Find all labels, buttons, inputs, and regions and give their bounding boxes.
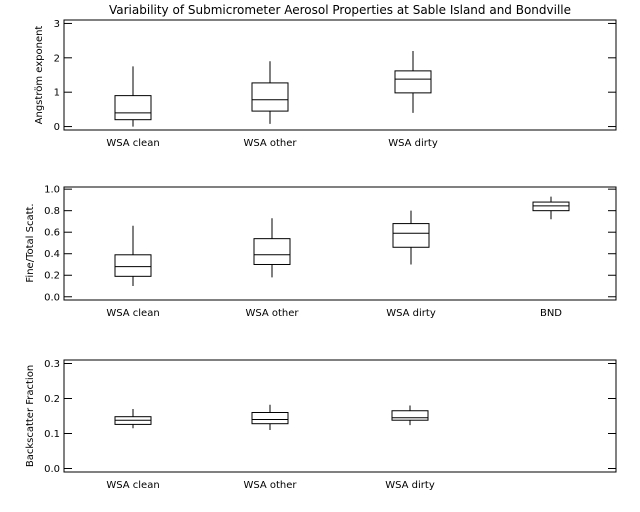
panel-1-category-labels: WSA clean WSA other WSA dirty xyxy=(106,138,438,149)
panel-2-y-axis: 0.0 0.2 0.4 0.6 0.8 1.0 xyxy=(44,185,616,303)
panel-3-boxes xyxy=(114,404,429,430)
panel-2-category-labels: WSA clean WSA other WSA dirty BND xyxy=(106,308,562,319)
panel-2-boxes xyxy=(114,196,570,287)
category-label: WSA other xyxy=(243,138,297,149)
iqr-box xyxy=(394,70,432,94)
iqr-box xyxy=(251,82,289,112)
iqr-box xyxy=(253,238,291,265)
panel-3-ylabel: Backscatter Fraction xyxy=(25,365,36,467)
panel-1-frame xyxy=(63,19,617,131)
y-tick-label: 1.0 xyxy=(44,185,60,196)
iqr-box xyxy=(114,254,152,277)
y-tick-label: 0.0 xyxy=(44,464,60,475)
iqr-box xyxy=(251,412,289,425)
y-tick-label: 0.4 xyxy=(44,249,60,260)
category-label: BND xyxy=(540,308,562,319)
panel-3-frame xyxy=(63,359,617,473)
panel-1-boxes xyxy=(114,50,432,127)
panel-2-ylabel: Fine/Total Scatt. xyxy=(25,203,36,282)
iqr-box xyxy=(532,201,570,212)
iqr-box xyxy=(391,410,429,421)
iqr-box xyxy=(114,95,152,121)
y-tick-label: 2 xyxy=(54,53,60,64)
panel-1-y-axis: 0 1 2 3 xyxy=(54,19,616,133)
category-label: WSA dirty xyxy=(386,308,436,319)
panel-angstrom-exponent: Angström exponent 0 1 2 3 WSA clean WSA othe… xyxy=(34,19,617,149)
y-tick-label: 0.2 xyxy=(44,271,60,282)
panel-fine-total-scattering: Fine/Total Scatt. 0.0 0.2 0.4 0.6 0.8 1.0 WSA… xyxy=(25,185,617,319)
iqr-box xyxy=(392,223,430,248)
y-tick-label: 0.6 xyxy=(44,228,60,239)
panel-backscatter-fraction: Backscatter Fraction 0.0 0.1 0.2 0.3 WSA cl… xyxy=(25,359,617,491)
y-tick-label: 1 xyxy=(54,88,60,99)
y-tick-label: 0.8 xyxy=(44,206,60,217)
y-tick-label: 0.2 xyxy=(44,394,60,405)
y-tick-label: 0 xyxy=(54,122,60,133)
category-label: WSA clean xyxy=(106,138,159,149)
panel-1-ylabel: Angström exponent xyxy=(34,26,45,125)
y-tick-label: 3 xyxy=(54,19,60,30)
y-tick-label: 0.1 xyxy=(44,429,60,440)
y-tick-label: 0.3 xyxy=(44,359,60,370)
category-label: WSA clean xyxy=(106,308,159,319)
category-label: WSA dirty xyxy=(385,480,435,491)
category-label: WSA dirty xyxy=(388,138,438,149)
y-tick-label: 0.0 xyxy=(44,292,60,303)
category-label: WSA clean xyxy=(106,480,159,491)
chart-title: Variability of Submicrometer Aerosol Pro… xyxy=(109,3,571,17)
panel-2-frame xyxy=(63,186,617,301)
panel-3-y-axis: 0.0 0.1 0.2 0.3 xyxy=(44,359,616,475)
category-label: WSA other xyxy=(245,308,299,319)
category-label: WSA other xyxy=(243,480,297,491)
panel-3-category-labels: WSA clean WSA other WSA dirty xyxy=(106,480,435,491)
